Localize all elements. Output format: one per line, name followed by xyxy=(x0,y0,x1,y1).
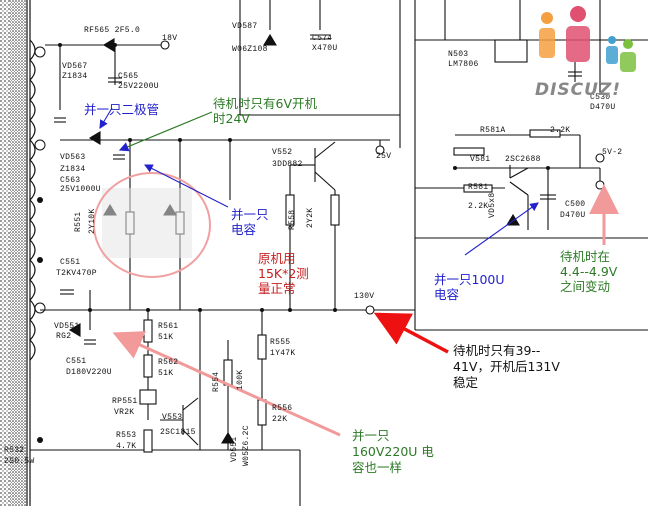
label-22k: 22K xyxy=(272,415,288,424)
label-c565v: 25V2200U xyxy=(118,82,159,91)
label-r562: R562 xyxy=(158,358,179,367)
label-r558: R558 xyxy=(288,209,297,230)
label-w06z: W06Z108 xyxy=(232,45,268,54)
label-d470b: D470U xyxy=(560,211,586,220)
label-2sc2688: 2SC2688 xyxy=(505,155,541,164)
note-cap-100u: 并一只100U xyxy=(434,272,505,287)
green-pointer xyxy=(118,111,213,152)
label-z1834b: Z1834 xyxy=(60,165,86,174)
label-v553: V553 xyxy=(162,413,183,422)
label-r555: R555 xyxy=(270,338,291,347)
transformer-winding xyxy=(0,0,46,506)
label-c563: C563 xyxy=(60,176,81,185)
component-symbols xyxy=(54,33,561,453)
label-3dd882: 3DD882 xyxy=(272,160,303,169)
label-vd551: VD551 xyxy=(54,322,80,331)
note-parallel-cap: 并一只 xyxy=(231,207,269,222)
label-18v: 18V xyxy=(162,34,178,43)
label-c565: C565 xyxy=(118,72,139,81)
label-r553: R553 xyxy=(116,431,137,440)
junction-dots xyxy=(58,43,550,312)
label-vd587: VD587 xyxy=(232,22,258,31)
label-2-2k-b: 2.2K xyxy=(468,202,489,211)
label-vr2k: VR2K xyxy=(114,408,135,417)
label-r554: R554 xyxy=(212,371,221,392)
label-2sc1815: 2SC1815 xyxy=(160,428,196,437)
label-2s05w: 2S0.5W xyxy=(4,457,35,466)
label-1y47k: 1Y47K xyxy=(270,349,296,358)
label-51k: 51K xyxy=(158,333,174,342)
note-original-2: 15K*2测 xyxy=(258,266,309,281)
note-cap-160v-3: 容也一样 xyxy=(352,460,403,475)
label-130v: 130V xyxy=(354,292,375,301)
label-r551: R551 xyxy=(74,211,83,232)
label-lm7806: LM7806 xyxy=(448,60,479,69)
note-cap-100u-2: 电容 xyxy=(434,287,460,302)
note-original: 原机用 xyxy=(258,251,296,266)
note-39v-3: 稳定 xyxy=(453,375,479,390)
label-z1834a: Z1834 xyxy=(62,72,88,81)
label-25v: 25V xyxy=(376,152,392,161)
label-r532: R532 xyxy=(4,446,25,455)
label-rf565: RF565 2F5.0 xyxy=(84,26,141,35)
note-standby-range-3: 之间变动 xyxy=(560,279,611,294)
discuz-watermark: DISCUZ! xyxy=(535,80,622,100)
note-parallel-diode: 并一只二极管 xyxy=(84,102,160,117)
parallel-zener-block xyxy=(102,188,192,258)
label-100k: 100K xyxy=(236,369,245,390)
label-w05z6-2c: W05Z6.2C xyxy=(242,425,251,466)
note-parallel-cap-2: 电容 xyxy=(231,222,257,237)
label-51k-b: 51K xyxy=(158,369,174,378)
label-vd5x8: VD5x8 xyxy=(488,192,497,218)
note-standby-6v: 待机时只有6V开机 xyxy=(213,96,318,111)
label-d470a: D470U xyxy=(590,103,616,112)
pink-arrows xyxy=(112,184,619,437)
red-arrow xyxy=(373,312,449,354)
note-standby-range-2: 4.4--4.9V xyxy=(560,264,618,279)
discuz-logo xyxy=(539,6,636,72)
label-5v-2: 5V-2 xyxy=(602,148,623,157)
label-r581: R581 xyxy=(468,183,489,192)
note-cap-160v: 并一只 xyxy=(352,428,390,443)
note-cap-160v-2: 160V220U 电 xyxy=(352,444,434,459)
label-2-2k-a: 2.2K xyxy=(550,126,571,135)
label-rg2: RG2 xyxy=(56,332,72,341)
note-39v-2: 41V，开机后131V xyxy=(453,359,560,374)
label-c574: C574 xyxy=(312,34,333,43)
label-t2kv470p: T2KV470P xyxy=(56,269,97,278)
label-c563v: 25V1000U xyxy=(60,185,101,194)
label-n503: N503 xyxy=(448,50,469,59)
label-r556: R556 xyxy=(272,404,293,413)
note-standby-range: 待机时在 xyxy=(560,249,611,264)
label-r561: R561 xyxy=(158,322,179,331)
label-c551: C551 xyxy=(60,258,81,267)
label-vd563: VD563 xyxy=(60,153,86,162)
label-c500: C500 xyxy=(565,200,586,209)
note-original-3: 量正常 xyxy=(258,281,296,296)
label-d180v220u: D180V220U xyxy=(66,368,112,377)
label-v552: V552 xyxy=(272,148,293,157)
label-r581a: R581A xyxy=(480,126,506,135)
label-4-7k: 4.7K xyxy=(116,442,137,451)
blue-pointers xyxy=(99,107,539,256)
label-vd567: VD567 xyxy=(62,62,88,71)
label-2y10k: 2Y10K xyxy=(88,208,97,234)
label-c551b: C551 xyxy=(66,357,87,366)
label-2y2k: 2Y2K xyxy=(306,207,315,228)
label-vd551b: VD551 xyxy=(230,436,239,462)
highlight-ellipse xyxy=(93,172,211,278)
label-v581: V581 xyxy=(470,155,491,164)
label-x470: X470U xyxy=(312,44,338,53)
note-39v: 待机时只有39-- xyxy=(453,343,541,358)
note-standby-6v-2: 时24V xyxy=(213,111,250,126)
label-rp551: RP551 xyxy=(112,397,138,406)
label-c530: C530 xyxy=(590,93,611,102)
